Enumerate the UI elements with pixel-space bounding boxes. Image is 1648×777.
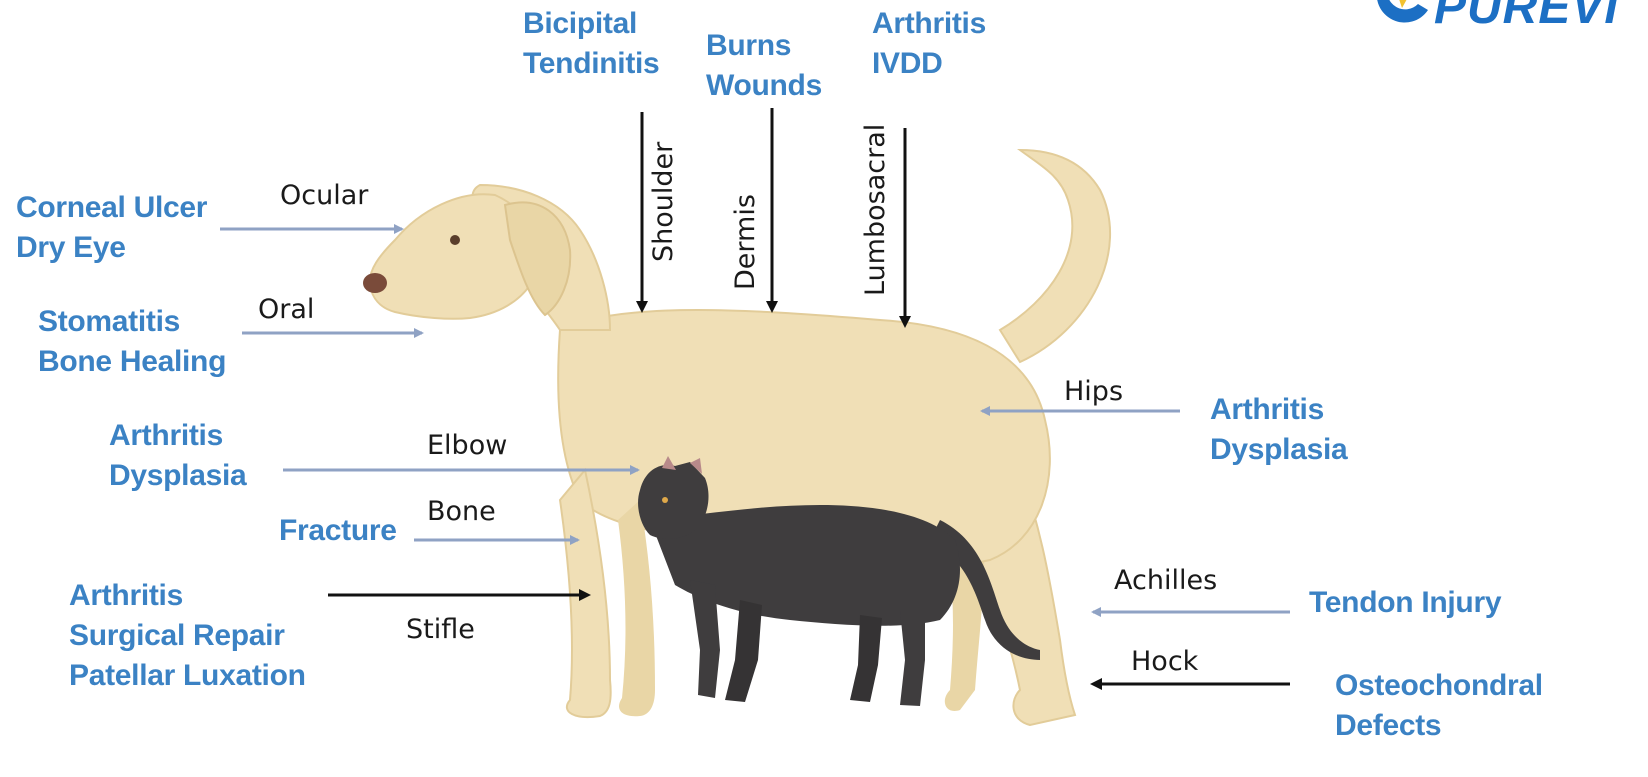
shoulder-conditions: Bicipital Tendinitis	[523, 4, 659, 84]
dermis-conditions: Burns Wounds	[706, 26, 822, 106]
ocular-conditions: Corneal Ulcer Dry Eye	[16, 188, 207, 268]
part-label-dermis: Dermis	[730, 194, 761, 290]
condition-label: Tendinitis	[523, 44, 659, 84]
condition-label: Bicipital	[523, 4, 659, 44]
part-label-bone: Bone	[427, 496, 496, 527]
condition-label: IVDD	[872, 44, 986, 84]
part-label-stifle: Stifle	[406, 614, 475, 645]
part-label-achilles: Achilles	[1114, 565, 1217, 596]
hock-conditions: Osteochondral Defects	[1335, 666, 1543, 746]
condition-label: Arthritis	[109, 416, 246, 456]
condition-label: Surgical Repair	[69, 616, 306, 656]
lumbosacral-conditions: Arthritis IVDD	[872, 4, 986, 84]
hips-conditions: Arthritis Dysplasia	[1210, 390, 1347, 470]
bone-conditions: Fracture	[279, 511, 397, 551]
condition-label: Corneal Ulcer	[16, 188, 207, 228]
condition-label: Dysplasia	[1210, 430, 1347, 470]
part-label-hips: Hips	[1064, 376, 1123, 407]
stifle-conditions: Arthritis Surgical Repair Patellar Luxat…	[69, 576, 306, 696]
condition-label: Dry Eye	[16, 228, 207, 268]
condition-label: Arthritis	[872, 4, 986, 44]
condition-label: Defects	[1335, 706, 1543, 746]
condition-label: Arthritis	[69, 576, 306, 616]
condition-label: Wounds	[706, 66, 822, 106]
condition-label: Dysplasia	[109, 456, 246, 496]
oral-conditions: Stomatitis Bone Healing	[38, 302, 226, 382]
part-label-hock: Hock	[1131, 646, 1198, 677]
condition-label: Bone Healing	[38, 342, 226, 382]
condition-label: Stomatitis	[38, 302, 226, 342]
condition-label: Arthritis	[1210, 390, 1347, 430]
condition-label: Patellar Luxation	[69, 656, 306, 696]
condition-label: Osteochondral	[1335, 666, 1543, 706]
condition-label: Burns	[706, 26, 822, 66]
condition-label: Fracture	[279, 511, 397, 551]
part-label-ocular: Ocular	[280, 180, 368, 211]
part-label-shoulder: Shoulder	[648, 142, 679, 262]
condition-label: Tendon Injury	[1309, 583, 1501, 623]
part-label-elbow: Elbow	[427, 430, 507, 461]
part-label-lumbosacral: Lumbosacral	[860, 124, 891, 296]
part-label-oral: Oral	[258, 294, 314, 325]
elbow-conditions: Arthritis Dysplasia	[109, 416, 246, 496]
achilles-conditions: Tendon Injury	[1309, 583, 1501, 623]
